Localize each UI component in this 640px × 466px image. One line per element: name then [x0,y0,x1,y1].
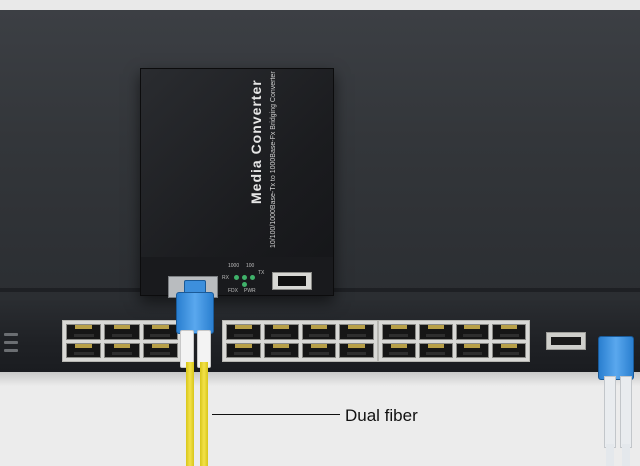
led-label: RX [222,275,229,281]
connector-boot [604,376,616,448]
switch-status-leds [4,328,40,364]
led-indicator [234,275,239,280]
background-band [0,0,640,12]
rj45-port [382,324,416,340]
connector-boot [620,376,632,448]
rj45-port [455,342,490,358]
rj45-port [301,324,337,340]
converter-leds: 1000 100 TX RX FDX PWR [222,263,268,294]
rj45-port [339,324,374,340]
rj45-port [339,342,374,358]
converter-subtitle: 10/100/1000Base-Tx to 1000Base-Fx Bridgi… [270,71,277,248]
rj45-port [104,342,140,358]
lc-connector [176,292,214,334]
rj45-port [263,342,299,358]
floor-shadow [0,372,640,386]
rj45-port [66,342,102,358]
rj45-port [492,342,526,358]
media-converter [140,68,334,296]
led-label: PWR [244,288,256,294]
lc-connector-right [598,336,634,380]
port-group-3 [378,320,530,362]
rj45-port [66,324,102,340]
led-indicator [242,275,247,280]
floor [0,372,640,466]
led-label: FDX [228,288,238,294]
led-label: TX [258,270,265,276]
rj45-port [418,324,453,340]
fiber-cable [200,362,208,466]
callout-line [212,414,340,415]
fiber-cable [622,444,630,466]
rj45-port [455,324,490,340]
converter-title: Media Converter [248,79,264,204]
rj45-port [226,342,261,358]
led-indicator [250,275,255,280]
rj45-port [263,324,299,340]
converter-top-face [141,69,333,258]
rj45-port [301,342,337,358]
port-group-2 [222,320,378,362]
rj45-port [104,324,140,340]
led-indicator [242,282,247,287]
port-group-1 [62,320,182,362]
rj45-port [418,342,453,358]
led-label: 100 [246,263,255,269]
switch-sfp-port [546,332,586,350]
fiber-cable [606,444,614,466]
rj45-port [226,324,261,340]
converter-rj45-port [272,272,312,290]
rj45-port [142,324,178,340]
rj45-port [142,342,178,358]
fiber-cable [186,362,194,466]
callout-label: Dual fiber [345,406,418,425]
led-label: 1000 [228,263,240,269]
rj45-port [492,324,526,340]
rj45-port [382,342,416,358]
